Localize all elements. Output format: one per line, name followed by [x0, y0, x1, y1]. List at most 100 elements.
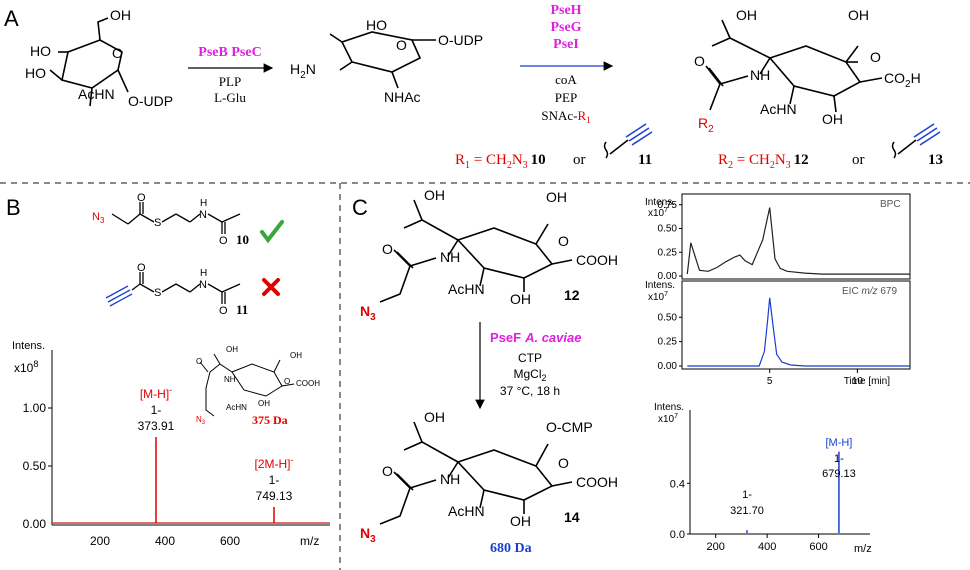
- chrom-xtick: 10: [852, 376, 864, 387]
- molA3-achn: AcHN: [760, 101, 797, 117]
- ms-b-peak1-mz: 373.91: [138, 419, 175, 433]
- ms-c-ylabel: Intens.: [654, 402, 684, 413]
- ms-c-xlabel: m/z: [854, 543, 872, 555]
- chrom-ytick: 0.25: [658, 337, 678, 348]
- ms-b-scale: x108: [14, 359, 38, 375]
- molB-h: H: [200, 198, 207, 209]
- ms-b-peak2-charge: 1-: [269, 473, 280, 487]
- panel-label-a: A: [4, 6, 19, 31]
- cross-icon: [262, 278, 280, 296]
- step2-pep: PEP: [555, 90, 577, 105]
- ms-b-peak1-charge: 1-: [151, 403, 162, 417]
- molecule-product-a: [705, 19, 883, 113]
- molC2-cooh: COOH: [576, 474, 618, 490]
- ms-b-peak2-mz: 749.13: [256, 489, 293, 503]
- molecule-10: [111, 202, 241, 234]
- chrom-trace: [687, 297, 910, 367]
- inset-ring-o: O: [284, 377, 290, 386]
- compound-10-label: 10: [236, 232, 249, 247]
- molB-o3: O: [137, 262, 146, 274]
- ms-b-inset-molecule: [199, 353, 295, 417]
- step2-snac: SNAc-R1: [541, 108, 590, 125]
- panel-label-b: B: [6, 195, 21, 220]
- molB-n2: N: [199, 279, 207, 291]
- ms-b-ytick: 0.50: [23, 459, 47, 473]
- molecule-14: [379, 421, 573, 525]
- bpc-label: BPC: [880, 199, 901, 210]
- molC2-nh: NH: [440, 471, 460, 487]
- stepC-conditions: 37 °C, 18 h: [500, 384, 560, 398]
- inset-n3: N3: [196, 415, 206, 426]
- molC1-oh-bottom: OH: [510, 291, 531, 307]
- molA3-nh: NH: [750, 67, 770, 83]
- molC2-ring-o: O: [558, 455, 569, 471]
- checkmark-icon: [260, 220, 284, 244]
- chrom-xlabel: Time [min]: [844, 376, 891, 387]
- molC1-n3: N3: [360, 303, 376, 323]
- chrom-ytick: 0.75: [658, 200, 678, 211]
- ms-c-xtick: 400: [758, 541, 776, 553]
- molA3-oh-bottom: OH: [822, 111, 843, 127]
- compound-14-label: 14: [564, 509, 580, 525]
- molA3-co2h: CO2H: [884, 70, 921, 90]
- molC2-oh-top: OH: [424, 409, 445, 425]
- compound-12-label: 12: [564, 287, 580, 303]
- molB-o2: O: [219, 235, 228, 247]
- molC1-achn: AcHN: [448, 281, 485, 297]
- r1-or: or: [573, 152, 586, 168]
- ms-b-xtick: 600: [220, 534, 240, 548]
- molB-o1: O: [137, 192, 146, 204]
- step2-pseg: PseG: [550, 20, 581, 35]
- molB-s2: S: [154, 287, 161, 299]
- eic-frame: [681, 280, 911, 370]
- inset-oh3: OH: [258, 399, 270, 408]
- molA3-carbonyl-o: O: [694, 53, 705, 69]
- ms-c-xtick: 200: [707, 541, 725, 553]
- bpc-frame: [681, 193, 911, 280]
- ms-c-peak-charge: 1-: [834, 453, 844, 465]
- molC1-cooh: COOH: [576, 252, 618, 268]
- step2-pseh: PseH: [550, 3, 581, 18]
- chrom-ytick: 0.00: [658, 361, 678, 372]
- ms-b-xunit: m/z: [300, 534, 319, 548]
- molA1-ring-o: O: [112, 45, 123, 61]
- r1-alt-number: 11: [638, 152, 652, 168]
- molC1-carbonyl-o: O: [382, 241, 393, 257]
- ms-c-yscale: x107: [658, 413, 678, 425]
- molB-o4: O: [219, 305, 228, 317]
- molC2-n3: N3: [360, 525, 376, 545]
- molA2-h2n: H2N: [290, 61, 316, 81]
- molA2-nhac: NHAc: [384, 89, 421, 105]
- eic-chart: Intens. x107 EIC m/z 679 Time [min] 0.50…: [645, 280, 911, 387]
- compound-14-mass: 680 Da: [490, 541, 532, 556]
- ms-c-ytick: 0.0: [670, 529, 685, 541]
- molA3-ring-o: O: [870, 49, 881, 65]
- bpc-ylabel: Intens.: [645, 197, 675, 208]
- molC1-nh: NH: [440, 249, 460, 265]
- molA2-ring-o: O: [396, 37, 407, 53]
- ms-b-peak1-label: [M-H]-: [140, 385, 172, 401]
- ms-b-xtick: 200: [90, 534, 110, 548]
- molB-n3: N3: [92, 211, 105, 225]
- alkyne-13-icon: [891, 123, 941, 159]
- molC2-achn: AcHN: [448, 503, 485, 519]
- ms-c-peak-label: [M-H]: [825, 437, 852, 449]
- molA1-achn: AcHN: [78, 86, 115, 102]
- chrom-xtick: 5: [767, 376, 773, 387]
- chrom-ytick: 0.00: [658, 271, 678, 282]
- inset-nh: NH: [224, 375, 236, 384]
- molB-n: N: [199, 209, 207, 221]
- molA3-oh-top: OH: [736, 7, 757, 23]
- molecule-udp-glcnac: [49, 17, 129, 107]
- step1-enzymes: PseB PseC: [198, 45, 261, 60]
- inset-cooh: COOH: [296, 379, 320, 388]
- ms-b-ytick: 0.00: [23, 517, 47, 531]
- step1-cofactor-glu: L-Glu: [214, 90, 246, 105]
- molecule-11: [105, 272, 241, 307]
- ms-b-ytick: 1.00: [23, 401, 47, 415]
- compound-11-label: 11: [236, 302, 248, 317]
- molecule-12: [379, 199, 573, 303]
- molA3-r2: R2: [698, 115, 714, 135]
- bpc-yscale: x107: [648, 207, 668, 219]
